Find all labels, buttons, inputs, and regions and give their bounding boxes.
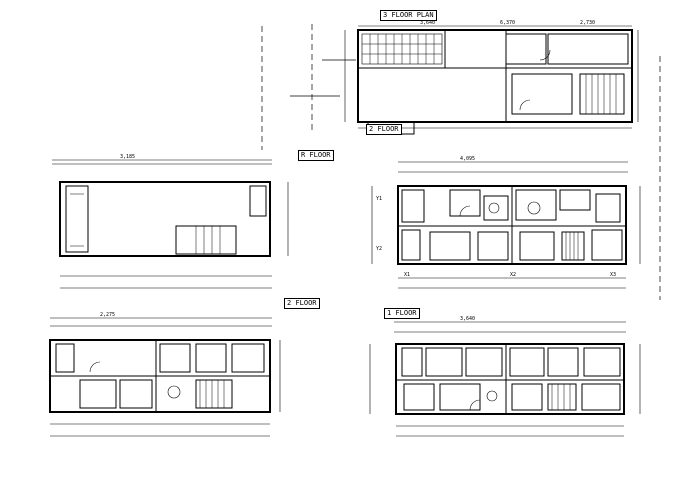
view-title-1f: 1 FLOOR	[384, 308, 420, 319]
plan-mid-left	[52, 159, 289, 289]
view-title-2f-right: 2 FLOOR	[366, 124, 402, 135]
axis-label-x2: X2	[510, 272, 516, 278]
axis-label-x3: X3	[610, 272, 616, 278]
dim-mid-b: 4,095	[460, 156, 475, 162]
axis-label-y1: Y1	[376, 196, 382, 202]
axis-label-y2: Y2	[376, 246, 382, 252]
view-title-2f-left: 2 FLOOR	[284, 298, 320, 309]
view-title-rf: R FLOOR	[298, 150, 334, 161]
dim-bot-a: 2,275	[100, 312, 115, 318]
axis-label-x1: X1	[404, 272, 410, 278]
plan-top-right	[344, 25, 639, 135]
dim-top-c: 2,730	[580, 20, 595, 26]
dim-top-b: 6,370	[500, 20, 515, 26]
plan-bottom-left	[49, 317, 281, 437]
dim-top-a: 3,640	[420, 20, 435, 26]
dim-bot-b: 3,640	[460, 316, 475, 322]
plan-mid-right	[371, 161, 641, 289]
view-title-3f: 3 FLOOR PLAN	[380, 10, 437, 21]
dim-mid-a: 3,185	[120, 154, 135, 160]
plan-bottom-right	[369, 321, 641, 437]
